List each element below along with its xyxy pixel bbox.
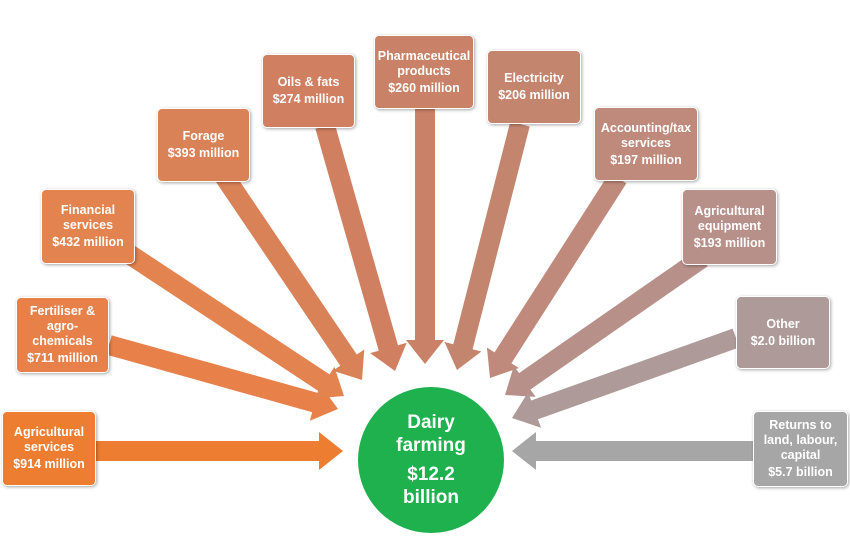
agricultural-services-box: Agricultural services $914 million xyxy=(2,411,96,486)
accounting-arrow xyxy=(486,172,627,378)
agricultural-services-value: $914 million xyxy=(13,457,85,471)
fertiliser-arrow xyxy=(106,335,338,421)
dairy-farming-circle: Dairy farming $12.2 billion xyxy=(358,387,504,533)
accounting-label: Accounting/tax services xyxy=(600,120,692,150)
agricultural-services-label: Agricultural services xyxy=(13,425,85,454)
forage-value: $393 million xyxy=(167,146,240,160)
forage-arrow xyxy=(211,164,365,380)
oils-fats-arrow xyxy=(315,123,407,371)
fertiliser-value: $711 million xyxy=(27,351,98,365)
returns-arrow xyxy=(512,432,753,470)
agricultural-equipment-arrow xyxy=(505,249,708,397)
oils-fats-box: Oils & fats $274 million xyxy=(262,54,355,128)
electricity-box: Electricity $206 million xyxy=(487,50,581,124)
agricultural-services-arrow xyxy=(96,432,343,470)
other-arrow xyxy=(512,328,740,428)
accounting-box: Accounting/tax services $197 million xyxy=(594,107,698,181)
fertiliser-label: Fertiliser & agro- chemicals xyxy=(29,304,96,348)
forage-box: Forage $393 million xyxy=(157,108,250,182)
pharmaceutical-label: Pharmaceutical products xyxy=(377,48,471,78)
agricultural-equipment-box: Agricultural equipment $193 million xyxy=(682,189,777,265)
accounting-value: $197 million xyxy=(610,152,682,167)
financial-services-arrow xyxy=(117,241,344,399)
other-label: Other xyxy=(766,316,800,331)
oils-fats-label: Oils & fats xyxy=(277,75,340,89)
agricultural-equipment-label: Agricultural equipment xyxy=(694,203,765,233)
electricity-label: Electricity xyxy=(504,71,564,85)
financial-services-label: Financial services xyxy=(60,203,116,232)
financial-services-box: Financial services $432 million xyxy=(41,189,135,264)
returns-label: Returns to land, labour, capital xyxy=(763,418,838,462)
other-value: $2.0 billion xyxy=(750,333,816,348)
pharmaceutical-value: $260 million xyxy=(388,80,460,95)
electricity-value: $206 million xyxy=(498,88,570,102)
other-box: Other $2.0 billion xyxy=(736,296,830,369)
pharmaceutical-box: Pharmaceutical products $260 million xyxy=(374,35,474,109)
returns-box: Returns to land, labour, capital $5.7 bi… xyxy=(753,411,848,487)
fertiliser-box: Fertiliser & agro- chemicals $711 millio… xyxy=(16,297,109,373)
electricity-arrow xyxy=(444,121,530,370)
center-title: Dairy farming xyxy=(396,412,466,456)
financial-services-value: $432 million xyxy=(52,235,124,249)
center-value: $12.2 billion xyxy=(403,464,459,508)
agricultural-equipment-value: $193 million xyxy=(693,235,766,250)
pharmaceutical-arrow xyxy=(406,109,444,364)
oils-fats-value: $274 million xyxy=(272,92,345,106)
returns-value: $5.7 billion xyxy=(768,465,833,479)
forage-label: Forage xyxy=(182,129,225,143)
